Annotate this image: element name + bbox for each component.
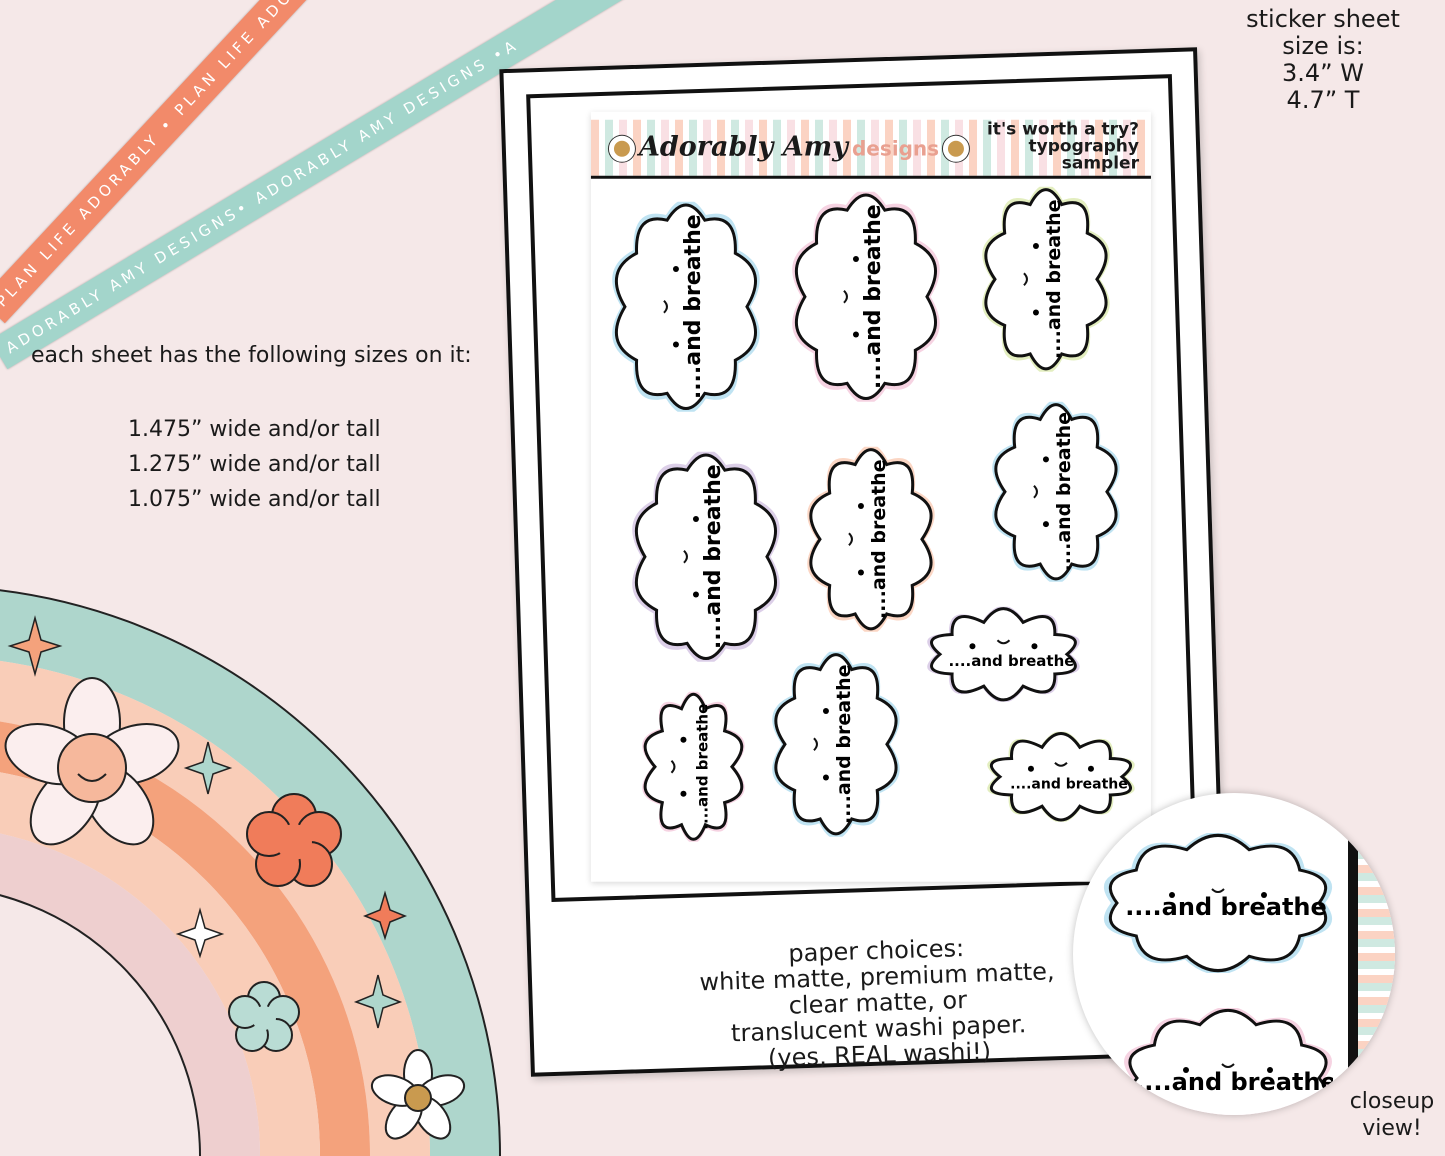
smiley-face-icon (1033, 456, 1049, 528)
cloud-sticker: ....and breathe (612, 201, 760, 412)
sticker-label: ....and breathe (701, 464, 726, 649)
sheet-title: it's worth a try? typography sampler (986, 119, 1139, 174)
sticker-label: ....and breathe (681, 214, 706, 399)
sticker-label: ....and breathe (1053, 412, 1075, 572)
sticker-label: ....and breathe (1125, 893, 1327, 921)
sheet-size-line: size is: (1282, 32, 1364, 60)
rainbow-illustration (0, 589, 501, 1156)
size-item: 1.075” wide and/or tall (128, 487, 381, 512)
sticker-label: ....and breathe (1010, 777, 1128, 793)
sticker-label: ....and breathe (868, 459, 890, 619)
size-item: 1.275” wide and/or tall (128, 452, 381, 477)
sheet-size-line: 3.4” W (1282, 59, 1364, 87)
sheet-size-line: 4.7” T (1286, 86, 1360, 114)
orange-flower-icon (246, 793, 342, 887)
sticker-label: ....and breathe (693, 704, 711, 830)
smiley-face-icon (848, 502, 864, 576)
cloud-sticker: ....and breathe (772, 651, 900, 837)
sticker-label: ....and breathe (1043, 199, 1065, 359)
sizes-heading: each sheet has the following sizes on it… (31, 343, 472, 368)
smiley-face-icon (843, 255, 859, 338)
smiley-face-icon (813, 707, 829, 781)
smiley-face-icon (1023, 242, 1039, 316)
sticker-label: ....and breathe (833, 664, 855, 824)
cloud-sticker: ....and breathe (992, 401, 1120, 582)
smiley-flower-icon (4, 677, 180, 846)
sticker-label: ....and breathe (948, 652, 1074, 670)
closeup-view: ....and breathe ....and breathe (1073, 793, 1395, 1115)
cloud-sticker: ....and breathe (792, 191, 940, 402)
closeup-label: closeup view! (1349, 1089, 1435, 1141)
cloud-sticker: ....and breathe (987, 731, 1135, 822)
smiley-face-icon (670, 736, 687, 797)
cloud-sticker: ....and breathe (807, 446, 935, 632)
teal-flower-icon (228, 981, 300, 1052)
cloud-sticker: ....and breathe (642, 691, 745, 842)
daisy-icon (370, 1049, 466, 1140)
size-item: 1.475” wide and/or tall (128, 417, 381, 442)
daisy-icon (943, 135, 970, 162)
smiley-face-icon (683, 515, 699, 598)
cloud-sticker: ....and breathe (927, 606, 1080, 702)
sticker-label: ....and breathe (861, 204, 886, 389)
smiley-face-icon (1027, 762, 1094, 772)
cloud-sticker: ....and breathe (982, 186, 1110, 372)
smiley-face-icon (1183, 1063, 1273, 1073)
cloud-sticker: ....and breathe (632, 451, 780, 662)
daisy-icon (608, 135, 635, 162)
sparkle-icons (7, 615, 408, 1029)
smiley-face-icon (663, 265, 679, 348)
sheet-size-line: sticker sheet (1246, 5, 1400, 33)
smiley-face-icon (1169, 888, 1267, 898)
cloud-sticker: ....and breathe (1103, 833, 1333, 973)
sizes-list: 1.475” wide and/or tall 1.275” wide and/… (128, 412, 381, 517)
sticker-label: ....and breathe (1135, 1068, 1333, 1096)
smiley-face-icon (969, 639, 1038, 650)
sheet-size-label: sticker sheet size is: 3.4” W 4.7” T (1223, 6, 1423, 114)
cloud-sticker: ....and breathe (1124, 1008, 1333, 1115)
